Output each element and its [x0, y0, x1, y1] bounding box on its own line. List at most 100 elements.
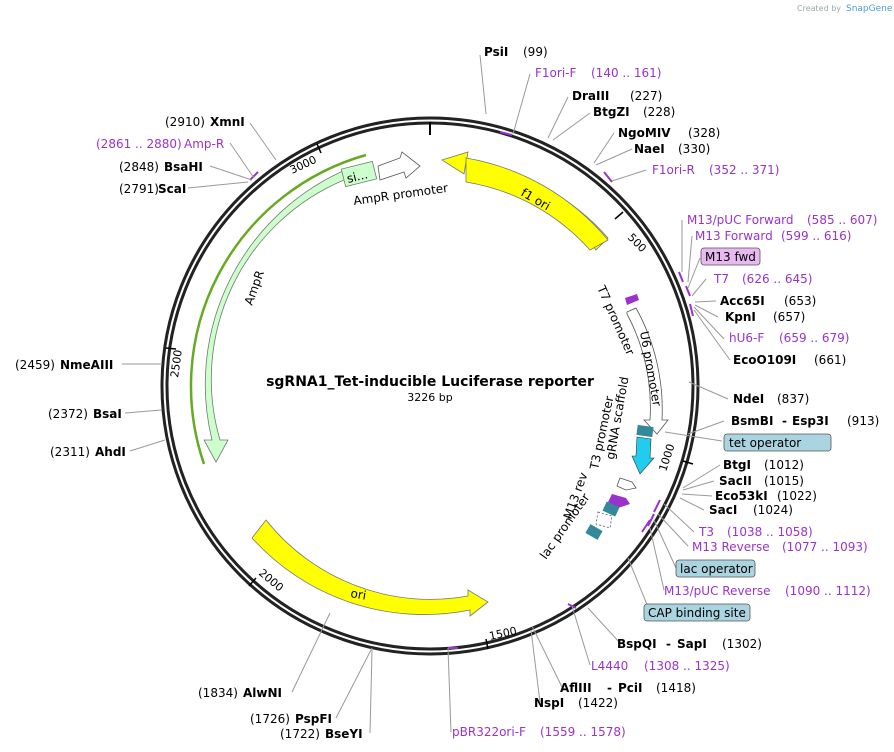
primer-m13pucrev-name[interactable]: M13/pUC Reverse	[664, 584, 771, 598]
site-kpni-pos: (657)	[773, 310, 805, 324]
feature-t7-arrow[interactable]	[625, 294, 639, 305]
site-btgi-name[interactable]: BtgI	[723, 458, 751, 472]
site-ndei-name[interactable]: NdeI	[733, 392, 764, 406]
site-bseyi-pos: (1722)	[280, 727, 320, 741]
site-acc65i-name[interactable]: Acc65I	[720, 294, 765, 308]
created-by-text: Created by	[797, 4, 841, 13]
site-sapi-name[interactable]: SapI	[677, 637, 707, 651]
site-sacii-name[interactable]: SacII	[719, 474, 752, 488]
primer-hu6-name[interactable]: hU6-F	[729, 331, 764, 345]
plasmid-length: 3226 bp	[407, 391, 452, 404]
primer-m13fwd-name[interactable]: M13 Forward	[695, 229, 773, 243]
site-bspqi-pos: (1302)	[722, 637, 762, 651]
site-draiii-pos: (227)	[630, 89, 662, 103]
site-bsahi-name[interactable]: BsaHI	[164, 160, 203, 174]
svg-text:2000: 2000	[256, 566, 286, 594]
box-tetop[interactable]	[723, 433, 832, 452]
feature-amprpromoter-label: AmpR promoter	[352, 181, 448, 208]
site-nspi-pos: (1422)	[578, 696, 618, 710]
site-bsai-pos: (2372)	[48, 407, 88, 421]
feature-f1ori-body[interactable]	[465, 157, 609, 251]
primer-pbr-name[interactable]: pBR322ori-F	[452, 725, 526, 739]
site-btgi-pos: (1012)	[764, 458, 804, 472]
primer-m13rev-name[interactable]: M13 Reverse	[692, 540, 770, 554]
primer-f1orif-name[interactable]: F1ori-F	[535, 66, 576, 80]
primer-t3-name[interactable]: T3	[698, 525, 714, 539]
site-xmni-name[interactable]: XmnI	[210, 115, 245, 129]
site-nmeaiii-name[interactable]: NmeAIII	[60, 358, 113, 372]
feature-u6promoter-label: U6 promoter	[637, 330, 664, 407]
site-afliii-name[interactable]: AflIII	[560, 681, 592, 695]
feature-ampr-arrow[interactable]	[203, 167, 351, 463]
site-pspfi-pos: (1726)	[250, 712, 290, 726]
site-acc65i-pos: (653)	[784, 294, 816, 308]
feature-ori-arrow[interactable]	[251, 519, 489, 617]
primer-t7-name[interactable]: T7	[713, 272, 729, 286]
site-kpni-name[interactable]: KpnI	[725, 310, 756, 324]
site-btgzi-name[interactable]: BtgZI	[593, 105, 630, 119]
primer-t3-range: (1038 .. 1058)	[727, 525, 813, 539]
site-btgzi-pos: (228)	[643, 105, 675, 119]
box-lacop-label: lac operator	[680, 562, 753, 576]
site-alwni-pos: (1834)	[198, 686, 238, 700]
site-bsmbi-pos: (913)	[847, 414, 879, 428]
feature-cap-1[interactable]	[585, 524, 603, 540]
plasmid-name: sgRNA1_Tet-inducible Luciferase reporter	[266, 374, 594, 390]
site-nspi-name[interactable]: NspI	[534, 696, 564, 710]
feature-lacop-1[interactable]	[602, 501, 620, 517]
primer-marks	[249, 131, 694, 649]
site-nmeaiii-pos: (2459)	[15, 358, 55, 372]
site-naei-name[interactable]: NaeI	[634, 142, 665, 156]
site-ndei-pos: (837)	[777, 392, 809, 406]
site-ahdi-name[interactable]: AhdI	[95, 445, 126, 459]
primer-f1orif-range: (140 .. 161)	[591, 66, 661, 80]
site-ecoo109i-pos: (661)	[814, 353, 846, 367]
feature-amprpromoter-arrow[interactable]	[377, 151, 421, 181]
site-saci-pos: (1024)	[753, 503, 793, 517]
feature-lacprom-arrow[interactable]	[595, 511, 613, 529]
feature-grna-arrow[interactable]	[631, 436, 655, 475]
site-saci-name[interactable]: SacI	[709, 503, 737, 517]
site-draiii-name[interactable]: DraIII	[572, 89, 609, 103]
feature-u6-arrow[interactable]	[626, 307, 669, 435]
box-m13fwd[interactable]	[700, 247, 761, 266]
primer-pbr-range: (1559 .. 1578)	[540, 725, 626, 739]
primer-m13puc-name[interactable]: M13/pUC Forward	[687, 213, 794, 227]
site-esp3i-name[interactable]: Esp3I	[792, 414, 829, 428]
primer-ampr-name[interactable]: Amp-R	[184, 137, 224, 151]
site-bsmbi-sep: -	[782, 414, 787, 428]
box-lacop[interactable]	[675, 559, 756, 578]
site-ngomiv-name[interactable]: NgoMIV	[618, 126, 671, 140]
site-pspfi-name[interactable]: PspFI	[295, 712, 332, 726]
site-pcii-name[interactable]: PciI	[618, 681, 643, 695]
site-psii-name[interactable]: PsiI	[484, 45, 508, 59]
site-bspqi-name[interactable]: BspQI	[617, 637, 657, 651]
feature-ori-label: ori	[349, 586, 367, 602]
tick-2500: 2500	[165, 347, 185, 378]
feature-t3-arrow[interactable]	[616, 477, 637, 491]
feature-signal[interactable]	[340, 160, 378, 188]
feature-m13rev-arrow[interactable]	[608, 494, 630, 508]
site-scai-name[interactable]: ScaI	[158, 182, 186, 196]
primer-f1orir-range: (352 .. 371)	[709, 163, 779, 177]
feature-tetop-1[interactable]	[636, 424, 654, 438]
primer-f1orir-name[interactable]: F1ori-R	[652, 163, 695, 177]
feature-lacpromoter-label: lac promoter	[537, 491, 593, 562]
site-alwni-name[interactable]: AlwNI	[243, 686, 282, 700]
site-eco53ki-name[interactable]: Eco53kI	[715, 489, 768, 503]
site-bsai-name[interactable]: BsaI	[93, 407, 122, 421]
site-psii-pos: (99)	[523, 45, 548, 59]
site-afliii-pos: (1418)	[656, 681, 696, 695]
site-bseyi-name[interactable]: BseYI	[325, 727, 363, 741]
site-xmni-pos: (2910)	[165, 115, 205, 129]
site-bsahi-pos: (2848)	[119, 160, 159, 174]
snapgene-logo: SnapGene	[846, 4, 893, 14]
primer-l4440-name[interactable]: L4440	[591, 659, 628, 673]
site-bspqi-sep: -	[666, 637, 671, 651]
site-ecoo109i-name[interactable]: EcoO109I	[733, 353, 796, 367]
primer-ampr-range: (2861 .. 2880)	[96, 137, 182, 151]
box-cap[interactable]	[643, 603, 751, 622]
site-bsmbi-name[interactable]: BsmBI	[731, 414, 773, 428]
feature-ampr-label: AmpR	[242, 269, 267, 307]
